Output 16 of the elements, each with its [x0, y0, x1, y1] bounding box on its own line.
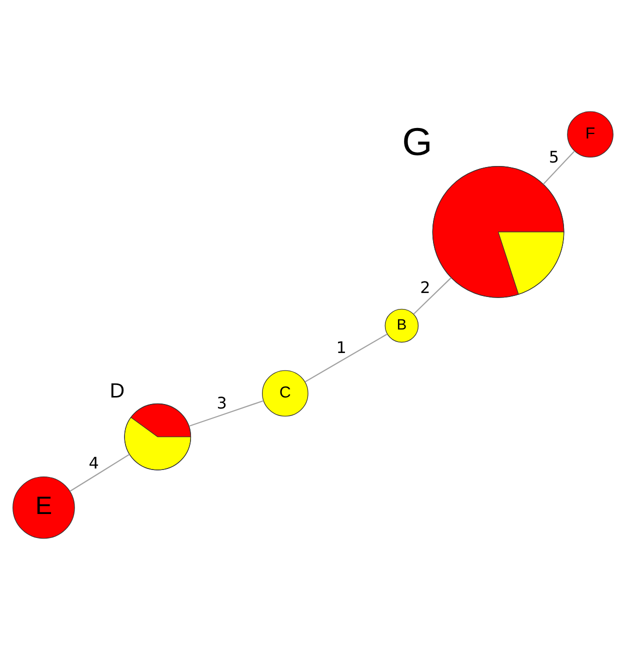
edge-label: 2 [420, 278, 430, 297]
node-label: G [402, 120, 432, 164]
connector [70, 453, 130, 492]
node-circle: F [567, 110, 614, 158]
edge-label: 4 [88, 453, 99, 472]
node-label: D [110, 378, 125, 402]
edge-label: 1 [336, 338, 346, 357]
node-circle: C [262, 370, 308, 416]
connector [413, 276, 452, 314]
connector [542, 150, 575, 184]
node-circle: B [384, 308, 419, 342]
edge-label: 3 [216, 393, 227, 412]
connector [189, 400, 264, 426]
edge-label: 5 [548, 146, 560, 166]
node-circle: E [12, 476, 75, 538]
connector [304, 333, 388, 382]
